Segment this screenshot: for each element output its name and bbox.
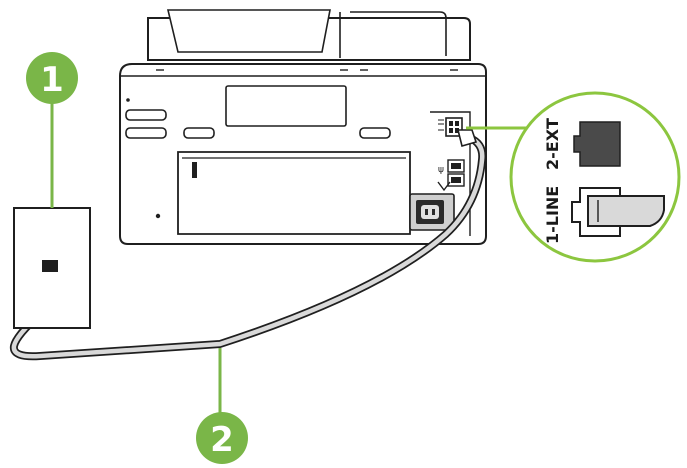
printer-back-view-icon xyxy=(119,9,487,245)
callout-wall-jack: 1 xyxy=(26,52,78,208)
callout-number-1: 1 xyxy=(40,60,64,100)
screw-icon xyxy=(155,213,161,219)
port-zoom-detail: 2-EXT 1-LINE xyxy=(466,91,681,263)
screw-icon xyxy=(126,98,130,102)
power-socket-icon xyxy=(409,181,455,231)
callout-number-2: 2 xyxy=(210,420,234,460)
ext-port-label: 2-EXT xyxy=(543,118,562,170)
ext-port-icon xyxy=(573,121,621,167)
svg-text:ψ: ψ xyxy=(438,165,444,175)
line-port-label: 1-LINE xyxy=(543,186,562,244)
usb-ethernet-ports-icon: ψ xyxy=(438,159,465,187)
callout-cord: 2 xyxy=(196,348,248,464)
wall-jack-icon xyxy=(13,207,91,329)
line-port-icon xyxy=(571,187,665,237)
phone-plug-icon xyxy=(456,129,478,147)
